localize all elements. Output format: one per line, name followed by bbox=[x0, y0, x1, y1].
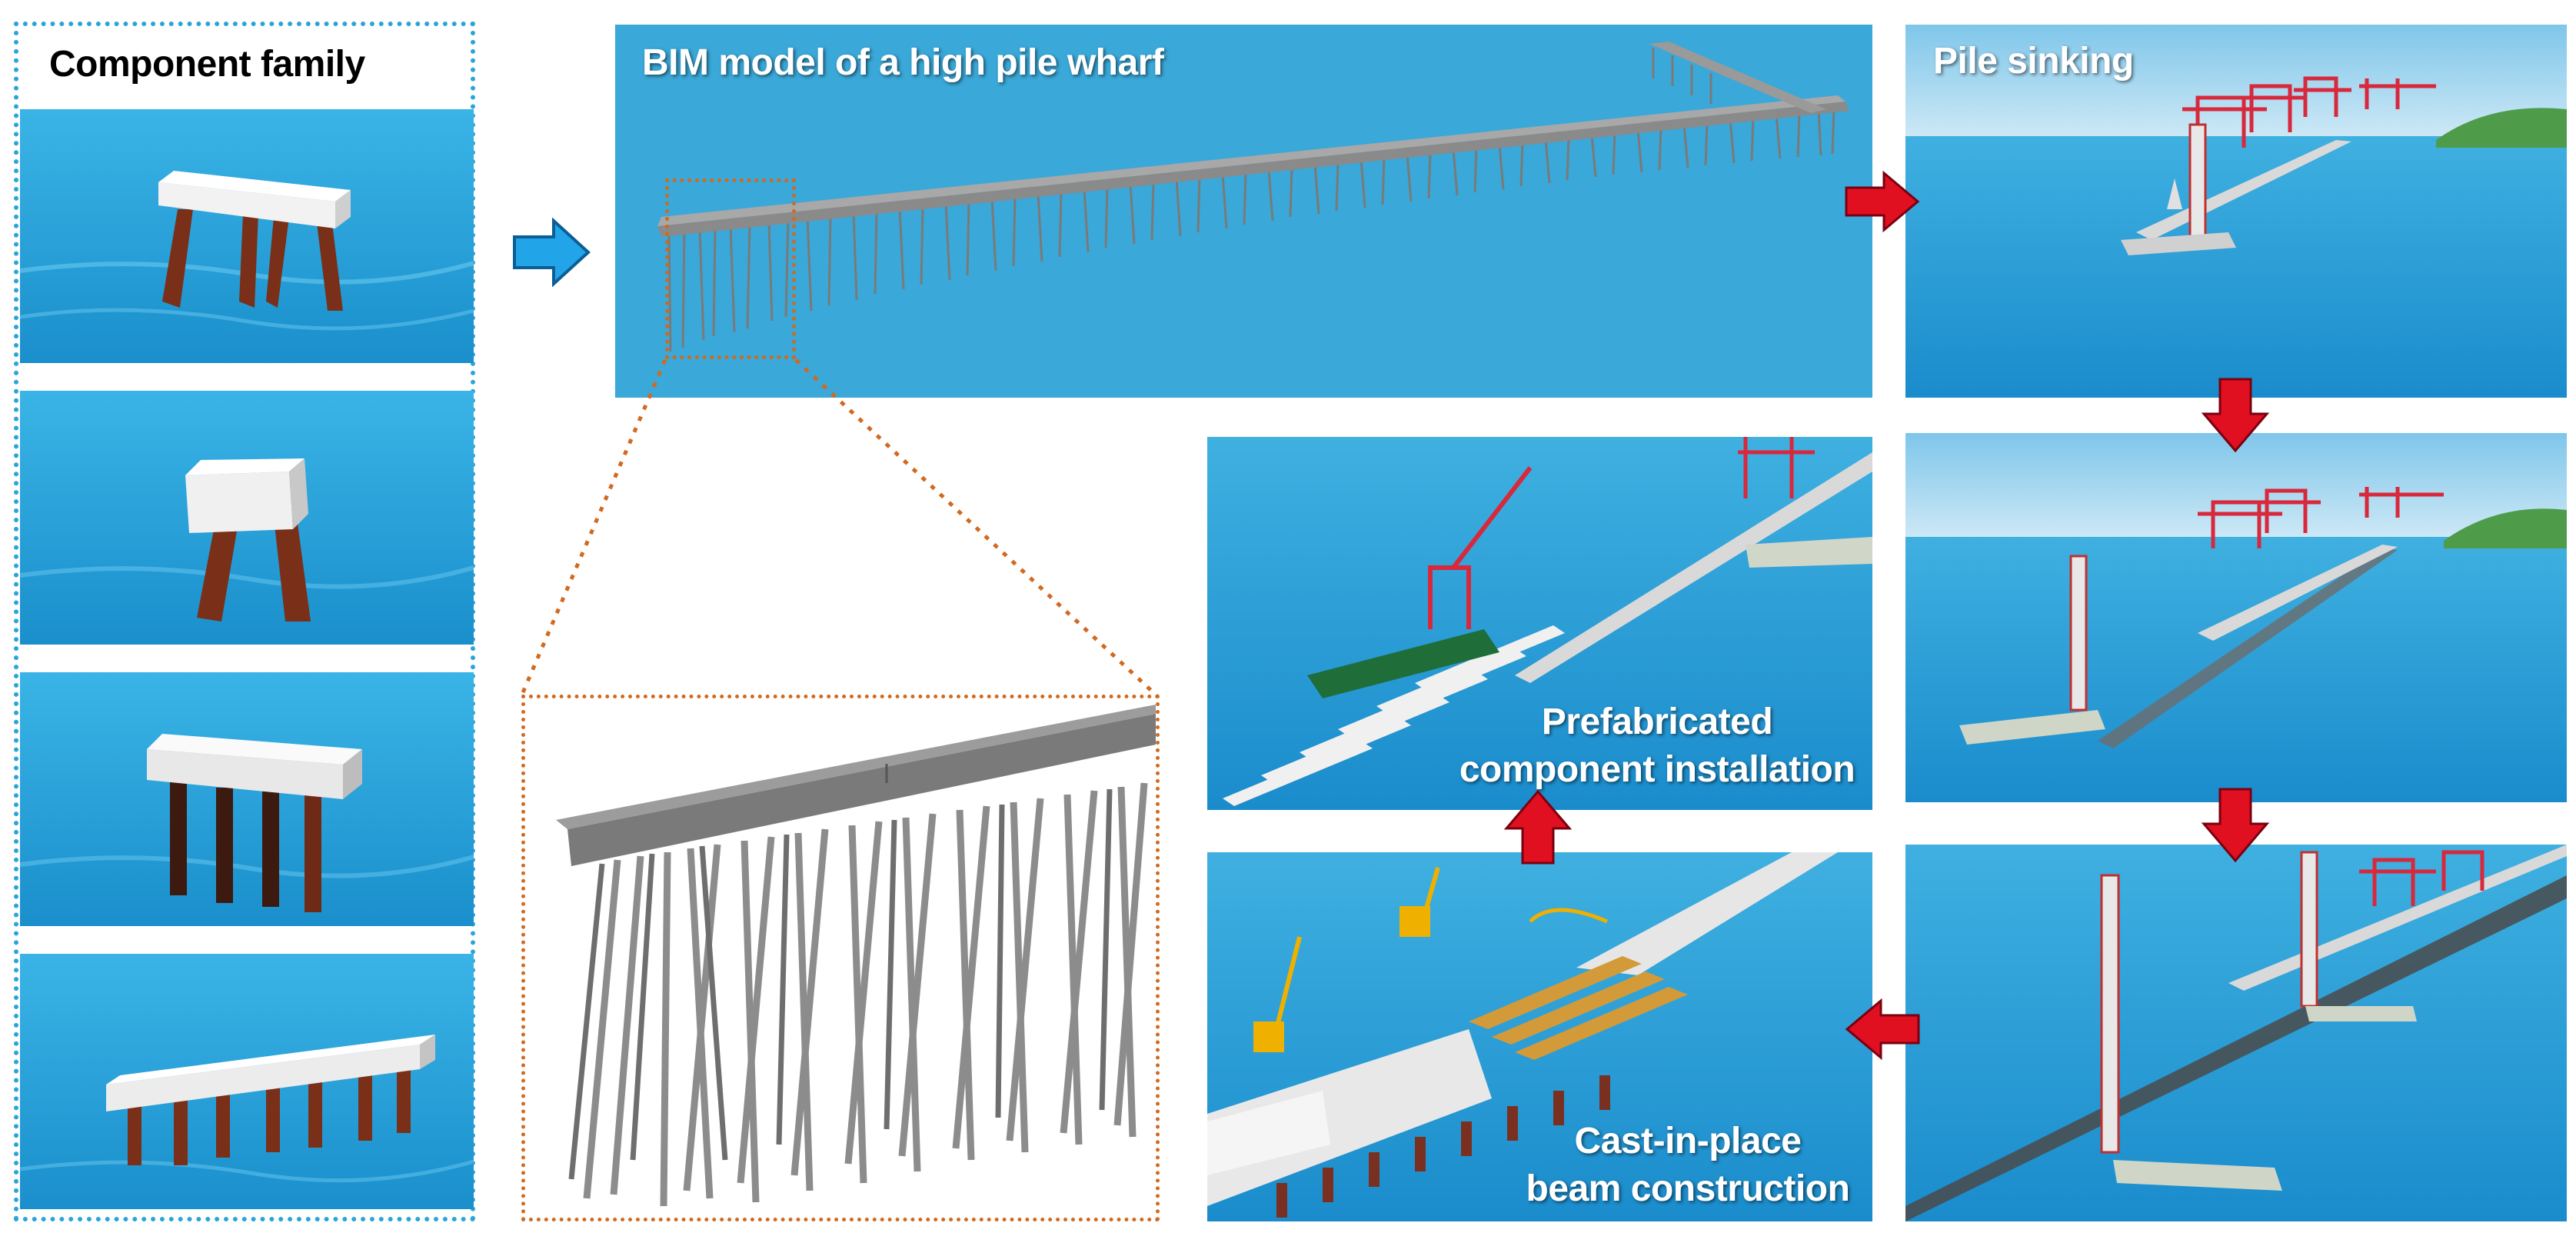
red-arrow-left bbox=[1844, 998, 1921, 1061]
component-family-title: Component family bbox=[49, 44, 365, 85]
prefabricated-installation-panel: Prefabricated component installation bbox=[1207, 437, 1872, 810]
component-image-seven-pile-long-beam bbox=[20, 954, 474, 1209]
cast-in-place-panel: Cast-in-place beam construction bbox=[1207, 852, 1872, 1221]
prefabricated-caption-line2: component installation bbox=[1459, 749, 1855, 790]
red-arrow-down-1 bbox=[2201, 377, 2270, 454]
pile-sinking-near-panel bbox=[1905, 845, 2567, 1221]
pile-sinking-panel: Pile sinking bbox=[1905, 25, 2567, 398]
pile-sinking-title: Pile sinking bbox=[1933, 41, 2134, 82]
component-image-four-vertical-pile-beam bbox=[20, 672, 474, 926]
cast-in-place-caption: Cast-in-place beam construction bbox=[1503, 1118, 1872, 1213]
pile-sinking-progress-panel bbox=[1905, 433, 2567, 802]
red-arrow-down-2 bbox=[2201, 787, 2270, 864]
red-arrow-up bbox=[1503, 788, 1573, 865]
bim-model-panel: BIM model of a high pile wharf bbox=[615, 25, 1872, 398]
bim-model-title: BIM model of a high pile wharf bbox=[642, 42, 1164, 83]
cast-in-place-caption-line2: beam construction bbox=[1526, 1168, 1850, 1209]
bim-zoom-region-box bbox=[665, 178, 796, 359]
cast-in-place-caption-line1: Cast-in-place bbox=[1574, 1121, 1802, 1161]
component-image-four-pile-bent bbox=[20, 109, 474, 363]
zoomed-pile-detail bbox=[521, 695, 1160, 1221]
prefabricated-caption-line1: Prefabricated bbox=[1541, 701, 1773, 742]
red-arrow-right bbox=[1844, 170, 1921, 233]
prefabricated-caption: Prefabricated component installation bbox=[1442, 698, 1872, 794]
component-image-two-pile-cap bbox=[20, 391, 474, 645]
blue-arrow-right bbox=[511, 217, 592, 288]
